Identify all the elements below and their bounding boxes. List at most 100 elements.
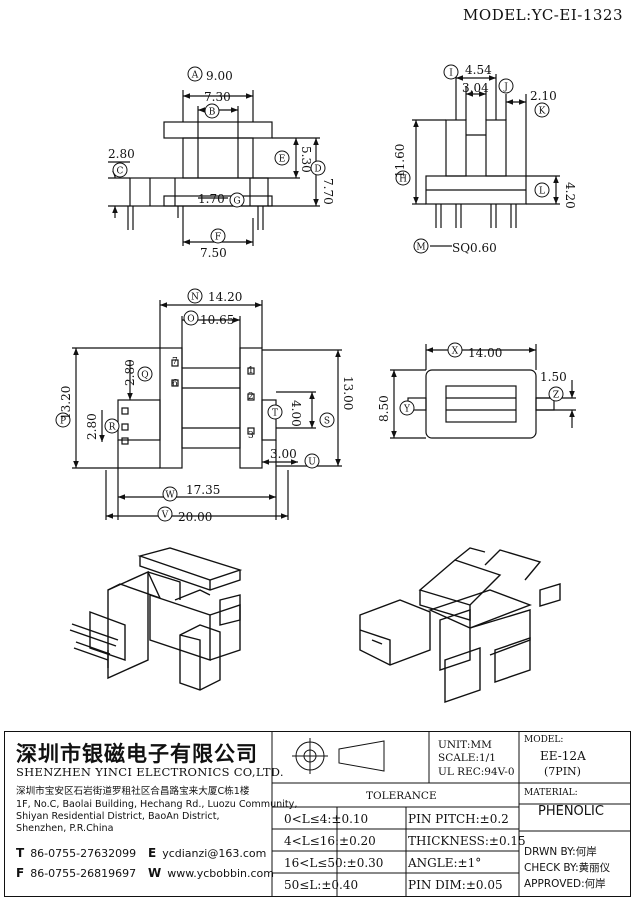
address-line-2: 1F, No.C, Baolai Building, Hechang Rd., … — [16, 799, 298, 810]
dim-T: 4.00 — [289, 400, 303, 427]
ref-letter-q: Q — [141, 371, 148, 381]
pin-dim: PIN DIM:±0.05 — [408, 878, 503, 892]
dim-O: 10.65 — [200, 313, 234, 327]
dim-J: 3.04 — [462, 81, 489, 95]
dim-B: 7.30 — [204, 90, 231, 104]
ref-circle-c — [112, 162, 128, 178]
material-value: PHENOLIC — [538, 804, 604, 819]
dim-M: SQ0.60 — [452, 241, 497, 255]
drawn-by: DRWN BY:何岸 — [524, 846, 597, 858]
dim-X: 14.00 — [468, 346, 502, 360]
pin-3: 3 — [248, 431, 254, 441]
ref-letter-s: S — [324, 417, 330, 427]
dim-N: 14.20 — [208, 290, 242, 304]
ref-letter-v: V — [161, 511, 169, 521]
email-address: ycdianzi@163.com — [162, 847, 267, 860]
dim-H: 11.60 — [393, 144, 407, 178]
dim-S: 13.00 — [341, 376, 355, 410]
ref-circle-n — [187, 288, 203, 304]
pin-2: 2 — [248, 392, 254, 402]
thickness: THICKNESS:±0.15 — [408, 834, 526, 848]
top-view — [72, 300, 342, 520]
ref-letter-h: H — [399, 175, 407, 185]
website-label: W — [148, 866, 162, 880]
projection-symbol-cone — [338, 740, 385, 772]
ref-circle-w — [162, 486, 178, 502]
ref-letter-j: J — [503, 83, 508, 93]
dim-I: 4.54 — [465, 63, 492, 77]
ref-letter-i: I — [449, 69, 453, 79]
isometric-view-right — [359, 547, 561, 703]
ref-letter-w: W — [165, 491, 175, 501]
ref-circle-h — [395, 170, 411, 186]
dim-F: 7.50 — [200, 246, 227, 260]
fax-label: F — [16, 866, 25, 880]
phone: T 86-0755-27632099 — [16, 846, 136, 860]
ref-circle-m — [413, 238, 429, 254]
dim-Z: 1.50 — [540, 370, 567, 384]
tolerance-row-1: 0<L≤4:±0.10 — [284, 812, 369, 826]
ref-circle-e — [274, 150, 290, 166]
pin-count: (7PIN) — [544, 765, 581, 778]
ref-circle-f — [210, 228, 226, 244]
dim-K: 2.10 — [530, 89, 557, 103]
ref-letter-f: F — [215, 233, 221, 243]
ref-letter-p: P — [60, 417, 66, 427]
ref-circle-y — [399, 400, 415, 416]
ref-circle-k — [534, 102, 550, 118]
dim-V: 20.00 — [178, 510, 212, 524]
dim-G: 1.70 — [198, 192, 225, 206]
email-label: E — [148, 846, 157, 860]
side-view — [412, 74, 560, 247]
company-name-cn: 深圳市银磁电子有限公司 — [16, 742, 258, 766]
phone-label: T — [16, 846, 25, 860]
address-line-4: Shenzhen, P.R.China — [16, 823, 114, 834]
ref-letter-m: M — [416, 243, 425, 253]
tolerance-row-4: 50≤L:±0.40 — [284, 878, 359, 892]
tolerance-row-3: 16<L≤50:±0.30 — [284, 856, 384, 870]
phone-number: 86-0755-27632099 — [30, 847, 137, 860]
ref-letter-y: Y — [403, 405, 411, 415]
pin-7: 7 — [172, 357, 178, 367]
ref-letter-e: E — [279, 155, 286, 165]
ref-letter-d: D — [314, 165, 321, 175]
angle: ANGLE:±1° — [408, 856, 482, 870]
address-line-1: 深圳市宝安区石岩街道罗租社区合昌路宝来大厦C栋1楼 — [16, 786, 250, 797]
ref-circle-u — [304, 453, 320, 469]
tolerance-row-2: 4<L≤16:±0.20 — [284, 834, 376, 848]
dim-W: 17.35 — [186, 483, 220, 497]
ref-letter-r: R — [109, 423, 116, 433]
model-label: MODEL: — [524, 735, 564, 745]
dim-D: 7.70 — [321, 178, 335, 205]
pin-1: 1 — [248, 366, 254, 376]
ref-letter-l: L — [539, 187, 545, 197]
ref-letter-c: C — [117, 167, 124, 177]
ref-circle-g — [229, 192, 245, 208]
ref-letter-g: G — [233, 197, 240, 207]
ref-circle-r — [104, 418, 120, 434]
title-block — [4, 731, 631, 897]
ref-circle-j — [498, 78, 514, 94]
ul-rec: UL REC:94V-0 — [438, 766, 515, 778]
pin-pitch: PIN PITCH:±0.2 — [408, 812, 509, 826]
ref-letter-k: K — [539, 107, 546, 117]
ref-letter-a: A — [191, 71, 199, 81]
ref-circle-b — [204, 103, 220, 119]
ref-circle-z — [548, 386, 564, 402]
ref-letter-z: Z — [553, 391, 559, 401]
ref-letter-n: N — [191, 293, 199, 303]
dim-R: 2.80 — [85, 413, 99, 440]
ref-circle-p — [55, 412, 71, 428]
dim-Y: 8.50 — [377, 395, 391, 422]
dim-C: 2.80 — [108, 147, 135, 161]
ref-circle-d — [310, 160, 326, 176]
isometric-view-left — [69, 547, 243, 691]
unit: UNIT:MM — [438, 739, 492, 751]
ref-letter-t: T — [272, 409, 278, 419]
dim-E: 5.30 — [299, 146, 313, 173]
ref-circle-o — [183, 310, 199, 326]
